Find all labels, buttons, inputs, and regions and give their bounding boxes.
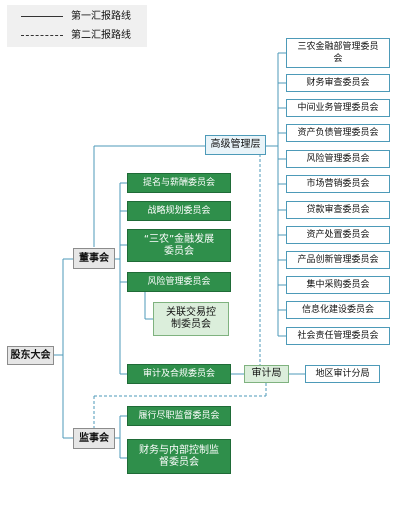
node-related-party: 关联交易控制委员会	[153, 302, 229, 336]
node-mgmt-committee-5: 风险管理委员会	[286, 150, 390, 168]
solid-line-icon	[21, 16, 63, 17]
node-board: 董事会	[73, 248, 115, 269]
legend: 第一汇报路线 第二汇报路线	[7, 5, 147, 47]
node-board-committee-5: 审计及合规委员会	[127, 364, 231, 384]
legend-label-secondary: 第二汇报路线	[71, 30, 131, 41]
node-board-committee-4: 风险管理委员会	[127, 272, 231, 292]
node-board-committee-1: 提名与薪酬委员会	[127, 173, 231, 193]
node-board-committee-2: 战略规划委员会	[127, 201, 231, 221]
node-mgmt-committee-2: 财务审查委员会	[286, 74, 390, 92]
node-mgmt-committee-9: 产品创新管理委员会	[286, 251, 390, 269]
node-mgmt-committee-6: 市场营销委员会	[286, 175, 390, 193]
legend-label-primary: 第一汇报路线	[71, 11, 131, 22]
node-mgmt-committee-12: 社会责任管理委员会	[286, 327, 390, 345]
node-supervisory: 监事会	[73, 428, 115, 449]
node-mgmt-committee-10: 集中采购委员会	[286, 276, 390, 294]
node-shareholders: 股东大会	[7, 346, 54, 365]
node-supervisory-committee-2: 财务与内部控制监督委员会	[127, 439, 231, 474]
node-mgmt-committee-4: 资产负债管理委员会	[286, 124, 390, 142]
node-board-committee-3: “三农”金融发展委员会	[127, 229, 231, 262]
legend-item-primary: 第一汇报路线	[7, 9, 147, 25]
node-mgmt-committee-8: 资产处置委员会	[286, 226, 390, 244]
node-supervisory-committee-1: 履行尽职监督委员会	[127, 406, 231, 426]
node-regional-audit: 地区审计分局	[305, 365, 380, 383]
node-mgmt-committee-1: 三农金融部管理委员会	[286, 38, 390, 68]
legend-item-secondary: 第二汇报路线	[7, 28, 147, 44]
node-mgmt-committee-3: 中间业务管理委员会	[286, 99, 390, 117]
dashed-line-icon	[21, 35, 63, 36]
node-audit-bureau: 审计局	[244, 365, 289, 383]
node-senior-management: 高级管理层	[205, 135, 266, 155]
node-mgmt-committee-11: 信息化建设委员会	[286, 301, 390, 319]
node-mgmt-committee-7: 贷款审查委员会	[286, 201, 390, 219]
